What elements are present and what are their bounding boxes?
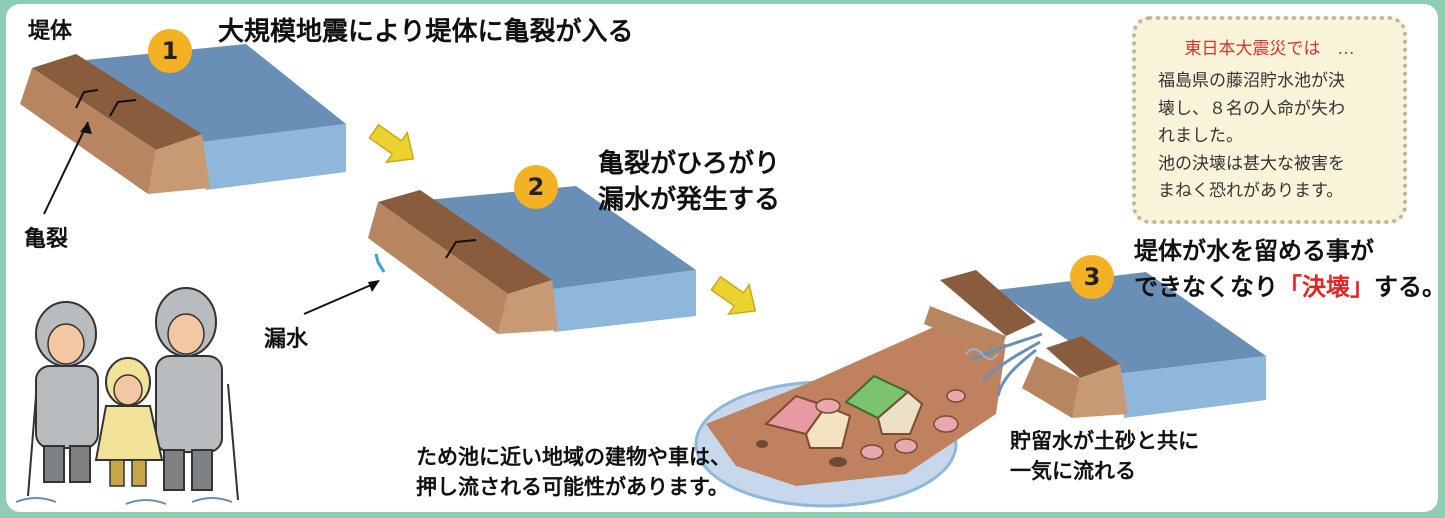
person-face bbox=[47, 323, 85, 365]
stage-2-block bbox=[368, 186, 696, 334]
crack-mark bbox=[75, 89, 99, 109]
breach-spray bbox=[965, 348, 999, 360]
flow-caption-line1: 貯留水が土砂と共に bbox=[1010, 429, 1199, 453]
debris bbox=[756, 440, 768, 448]
dam-end-face bbox=[148, 134, 210, 194]
crack-mark bbox=[445, 239, 477, 259]
step-3-line2: できなくなり「決壊」する。 bbox=[1134, 273, 1438, 301]
person-face bbox=[167, 313, 205, 355]
house-wall bbox=[876, 390, 924, 435]
walking-stick bbox=[227, 383, 239, 501]
person-leg bbox=[69, 445, 91, 483]
puddle-ripples bbox=[15, 497, 233, 505]
leak-water bbox=[374, 253, 386, 273]
reservoir-water-side bbox=[1116, 356, 1266, 418]
broken-dam-slope-left bbox=[924, 306, 1006, 356]
child-boot bbox=[131, 459, 147, 487]
boulder bbox=[946, 389, 966, 403]
step-3-line1: 堤体が水を留める事が bbox=[1134, 237, 1374, 265]
broken-dam-crest-left bbox=[940, 270, 1036, 336]
crack-pointer-line bbox=[43, 121, 89, 215]
person-leg bbox=[191, 449, 213, 491]
dam-end-face bbox=[498, 280, 558, 334]
boulder bbox=[815, 398, 841, 414]
child-raincoat bbox=[94, 405, 164, 461]
note-line: 壊し、８名の人命が失わ bbox=[1158, 98, 1345, 119]
note-title: 東日本大震災では … bbox=[1184, 39, 1355, 59]
leak-label: 漏水 bbox=[264, 327, 309, 352]
flow-arrow-2 bbox=[710, 275, 757, 316]
broken-dam-crest-right bbox=[1046, 336, 1120, 378]
stage-3-block bbox=[924, 270, 1266, 418]
step-2-number: 2 bbox=[514, 165, 558, 209]
walking-stick bbox=[27, 395, 37, 497]
boulder bbox=[894, 438, 918, 454]
boulder bbox=[860, 444, 884, 460]
child-face bbox=[113, 374, 143, 406]
boulder bbox=[933, 415, 959, 433]
person-coat bbox=[35, 365, 99, 449]
person-leg bbox=[43, 445, 65, 483]
person-coat bbox=[155, 355, 223, 453]
crack-pointer-arrowhead bbox=[80, 122, 92, 134]
crack-label: 亀裂 bbox=[24, 227, 69, 252]
dam-slope bbox=[368, 202, 508, 334]
child-boot bbox=[109, 459, 125, 487]
breach-water-flow bbox=[971, 332, 1043, 397]
note-line: 福島県の藤沼貯水池が決 bbox=[1158, 71, 1345, 91]
flood-debris-area bbox=[694, 326, 1006, 508]
reservoir-water-side bbox=[186, 124, 346, 190]
step-1-number: 1 bbox=[148, 29, 192, 73]
leak-pointer-line bbox=[303, 281, 379, 315]
reservoir-water-side bbox=[546, 270, 696, 332]
dam-end-face bbox=[1072, 364, 1128, 418]
debris bbox=[829, 457, 847, 467]
note-line: まねく恐れがあります。 bbox=[1158, 181, 1344, 202]
dam-body-label: 堤体 bbox=[28, 19, 73, 44]
flow-arrow-1 bbox=[368, 123, 415, 164]
person-leg bbox=[163, 449, 185, 491]
note-line: 池の決壊は甚大な被害を bbox=[1158, 153, 1345, 174]
flood-caption-line2: 押し流される可能性があります。 bbox=[416, 475, 729, 499]
illustration-layer bbox=[15, 44, 1266, 508]
flood-caption-line1: ため池に近い地域の建物や車は、 bbox=[416, 445, 731, 469]
flow-caption-line2: 一気に流れる bbox=[1010, 459, 1136, 483]
broken-dam-slope-right bbox=[1022, 356, 1080, 418]
step-1-text: 大規模地震により堤体に亀裂が入る bbox=[218, 17, 634, 47]
leak-pointer-arrowhead bbox=[368, 280, 380, 292]
reservoir-water-surface bbox=[86, 44, 346, 144]
reservoir-water-surface bbox=[996, 272, 1266, 374]
note-line: れました。 bbox=[1158, 126, 1243, 147]
collapse-emphasis: 「決壊」 bbox=[1278, 273, 1374, 301]
step-3-number: 3 bbox=[1070, 255, 1114, 299]
diagram-panel: 堤体 亀裂 漏水 1 大規模地震により堤体に亀裂が入る 2 亀裂がひろがり 漏水… bbox=[6, 4, 1438, 512]
step-2-line2: 漏水が発生する bbox=[598, 185, 781, 215]
crack-mark bbox=[109, 99, 137, 117]
reservoir-water-surface bbox=[426, 186, 696, 290]
evacuating-family-illustration bbox=[15, 287, 239, 505]
note-body: 福島県の藤沼貯水池が決 壊し、８名の人命が失わ れました。 池の決壊は甚大な被害… bbox=[1158, 68, 1345, 206]
disaster-note-box: 東日本大震災では … 福島県の藤沼貯水池が決 壊し、８名の人命が失わ れました。… bbox=[1132, 16, 1407, 224]
step-2-line1: 亀裂がひろがり bbox=[598, 149, 781, 179]
